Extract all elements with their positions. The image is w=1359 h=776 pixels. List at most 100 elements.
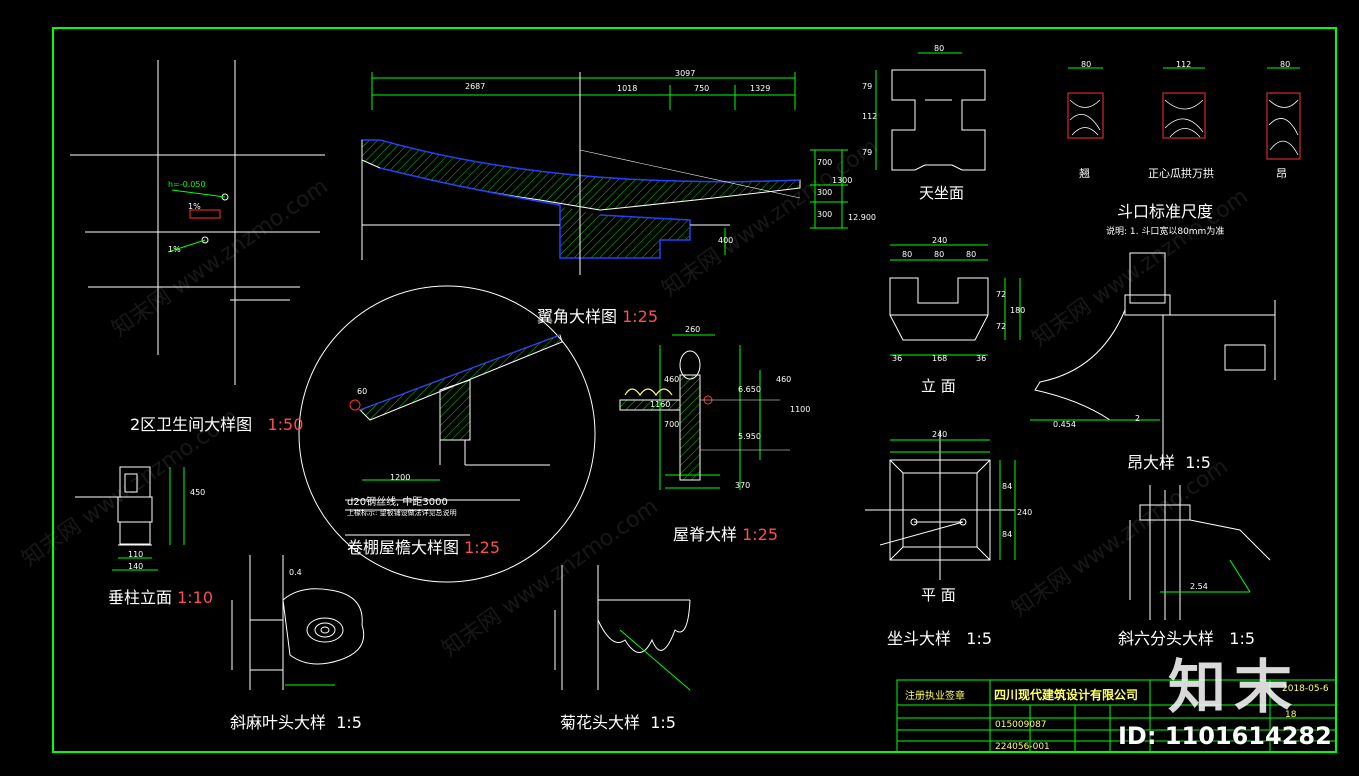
title-zuodou: 坐斗大样 1:5 [887,625,992,649]
dim-text: 400 [718,236,734,245]
title-hanging-column: 垂柱立面 1:10 [108,584,213,608]
note-doukou: 说明: 1. 斗口宽以80mm为准 [1106,227,1225,237]
title-text: 卷棚屋檐大样图 [347,538,460,557]
dim-text: 2687 [465,82,486,91]
dim-text: 80 [1280,60,1291,69]
scale-text: 1:50 [267,415,304,434]
dim-text: 36 [976,354,987,363]
dim-text: 1% [188,202,201,211]
dim-text: 12.900 [848,213,876,222]
dim-text: 84 [1002,530,1013,539]
note-eave: 上椽标示: 望板铺设做法详见总说明 [347,509,457,517]
title-text: 翼角大样图 [537,307,618,326]
dim-text: 84 [1002,482,1013,491]
dim-text: 72 [996,290,1007,299]
titleblock-sheet: 18 [1285,710,1297,720]
dim-text: 3097 [675,69,696,78]
dim-text: 112 [1176,60,1192,69]
title-text: 斜麻叶头大样 [230,713,327,732]
label-ang-small: 昂 [1276,167,1287,180]
title-text: 昂大样 [1127,453,1176,472]
titleblock-cert2: 224056-001 [995,742,1050,752]
wing-corner-detail [361,72,848,275]
dim-text: 460 [664,375,680,384]
dim-text: 6.650 [738,385,761,394]
scale-text: 1:10 [177,588,214,607]
title-liufentou: 斜六分头大样 1:5 [1118,625,1255,649]
dim-text: 5.950 [738,432,761,441]
dou-plan [865,430,1016,580]
dim-text: 1160 [650,400,671,409]
title-text: 2区卫生间大样图 [130,415,253,434]
drawing-frame [52,27,1337,753]
dim-text: 112 [862,112,878,121]
dim-text: 300 [817,188,833,197]
dim-text: 0.4 [289,568,302,577]
watermark-id: ID: 1101614282 [1118,722,1332,750]
dim-text: 1100 [790,405,811,414]
scale-text: 1:25 [622,307,659,326]
dim-text: 240 [1017,508,1033,517]
dim-text: h=-0.050 [168,180,206,189]
dim-text: 80 [934,250,945,259]
scale-text: 1:5 [1185,453,1211,472]
title-wing-corner: 翼角大样图 1:25 [537,303,658,327]
scale-text: 1:25 [742,525,779,544]
liufentou-detail [1129,485,1271,620]
dim-text: 460 [776,375,792,384]
dim-text: 700 [817,158,833,167]
label-tianzuo: 天坐面 [919,184,965,202]
titleblock-cert1: 015009087 [995,720,1047,730]
title-block [896,679,1337,753]
label-chi: 翘 [1079,167,1090,180]
dim-text: 1200 [390,473,411,482]
dim-text: 140 [128,562,144,571]
title-text: 菊花头大样 [560,713,641,732]
dim-text: 300 [817,210,833,219]
title-mayetou: 斜麻叶头大样 1:5 [230,709,362,733]
dim-text: 370 [735,481,751,490]
ang-detail [1030,252,1276,470]
dim-text: d20钢丝线, 中距3000 [347,497,448,508]
dim-text: 700 [664,420,680,429]
scale-text: 1:5 [336,713,362,732]
dim-text: 80 [966,250,977,259]
dim-text: 1300 [832,176,853,185]
dim-text: 79 [862,82,873,91]
titleblock-date: 2018-05-6 [1282,684,1329,694]
title-ridge: 屋脊大样 1:25 [673,521,778,545]
bracket-cross-sections [1067,67,1301,160]
label-zhengxin: 正心瓜拱万拱 [1148,167,1214,180]
ridge-detail [619,334,790,490]
dim-text: 1018 [617,84,638,93]
title-text: 斜六分头大样 [1118,629,1215,648]
hanging-column-elevation [75,466,185,571]
seat-top-view [875,52,986,171]
titleblock-reg: 注册执业签章 [905,691,965,702]
dim-text: 36 [892,354,903,363]
title-juhuatou: 菊花头大样 1:5 [560,709,676,733]
title-ang: 昂大样 1:5 [1127,449,1211,473]
dim-text: 0.454 [1053,420,1076,429]
scale-text: 1:5 [1229,629,1256,648]
label-limian: 立 面 [921,377,956,395]
dim-text: 168 [932,354,948,363]
titleblock-company: 四川现代建筑设计有限公司 [994,688,1139,702]
dim-text: 240 [932,430,948,439]
dim-text: 72 [996,322,1007,331]
title-doukou: 斗口标准尺度 [1117,202,1214,221]
dou-elevation [889,244,1021,356]
dim-text: 2 [1135,414,1141,423]
dim-text: 2.54 [1190,582,1208,591]
dim-text: 260 [685,325,701,334]
dim-text: 450 [190,488,206,497]
title-text: 屋脊大样 [673,525,738,544]
scale-text: 1:5 [966,629,993,648]
dim-text: 79 [862,148,873,157]
dim-text: 110 [128,550,144,559]
title-toilet: 2区卫生间大样图 1:50 [130,411,303,435]
scale-text: 1:25 [464,538,501,557]
title-text: 垂柱立面 [108,588,173,607]
title-eave: 卷棚屋檐大样图 1:25 [347,534,500,558]
